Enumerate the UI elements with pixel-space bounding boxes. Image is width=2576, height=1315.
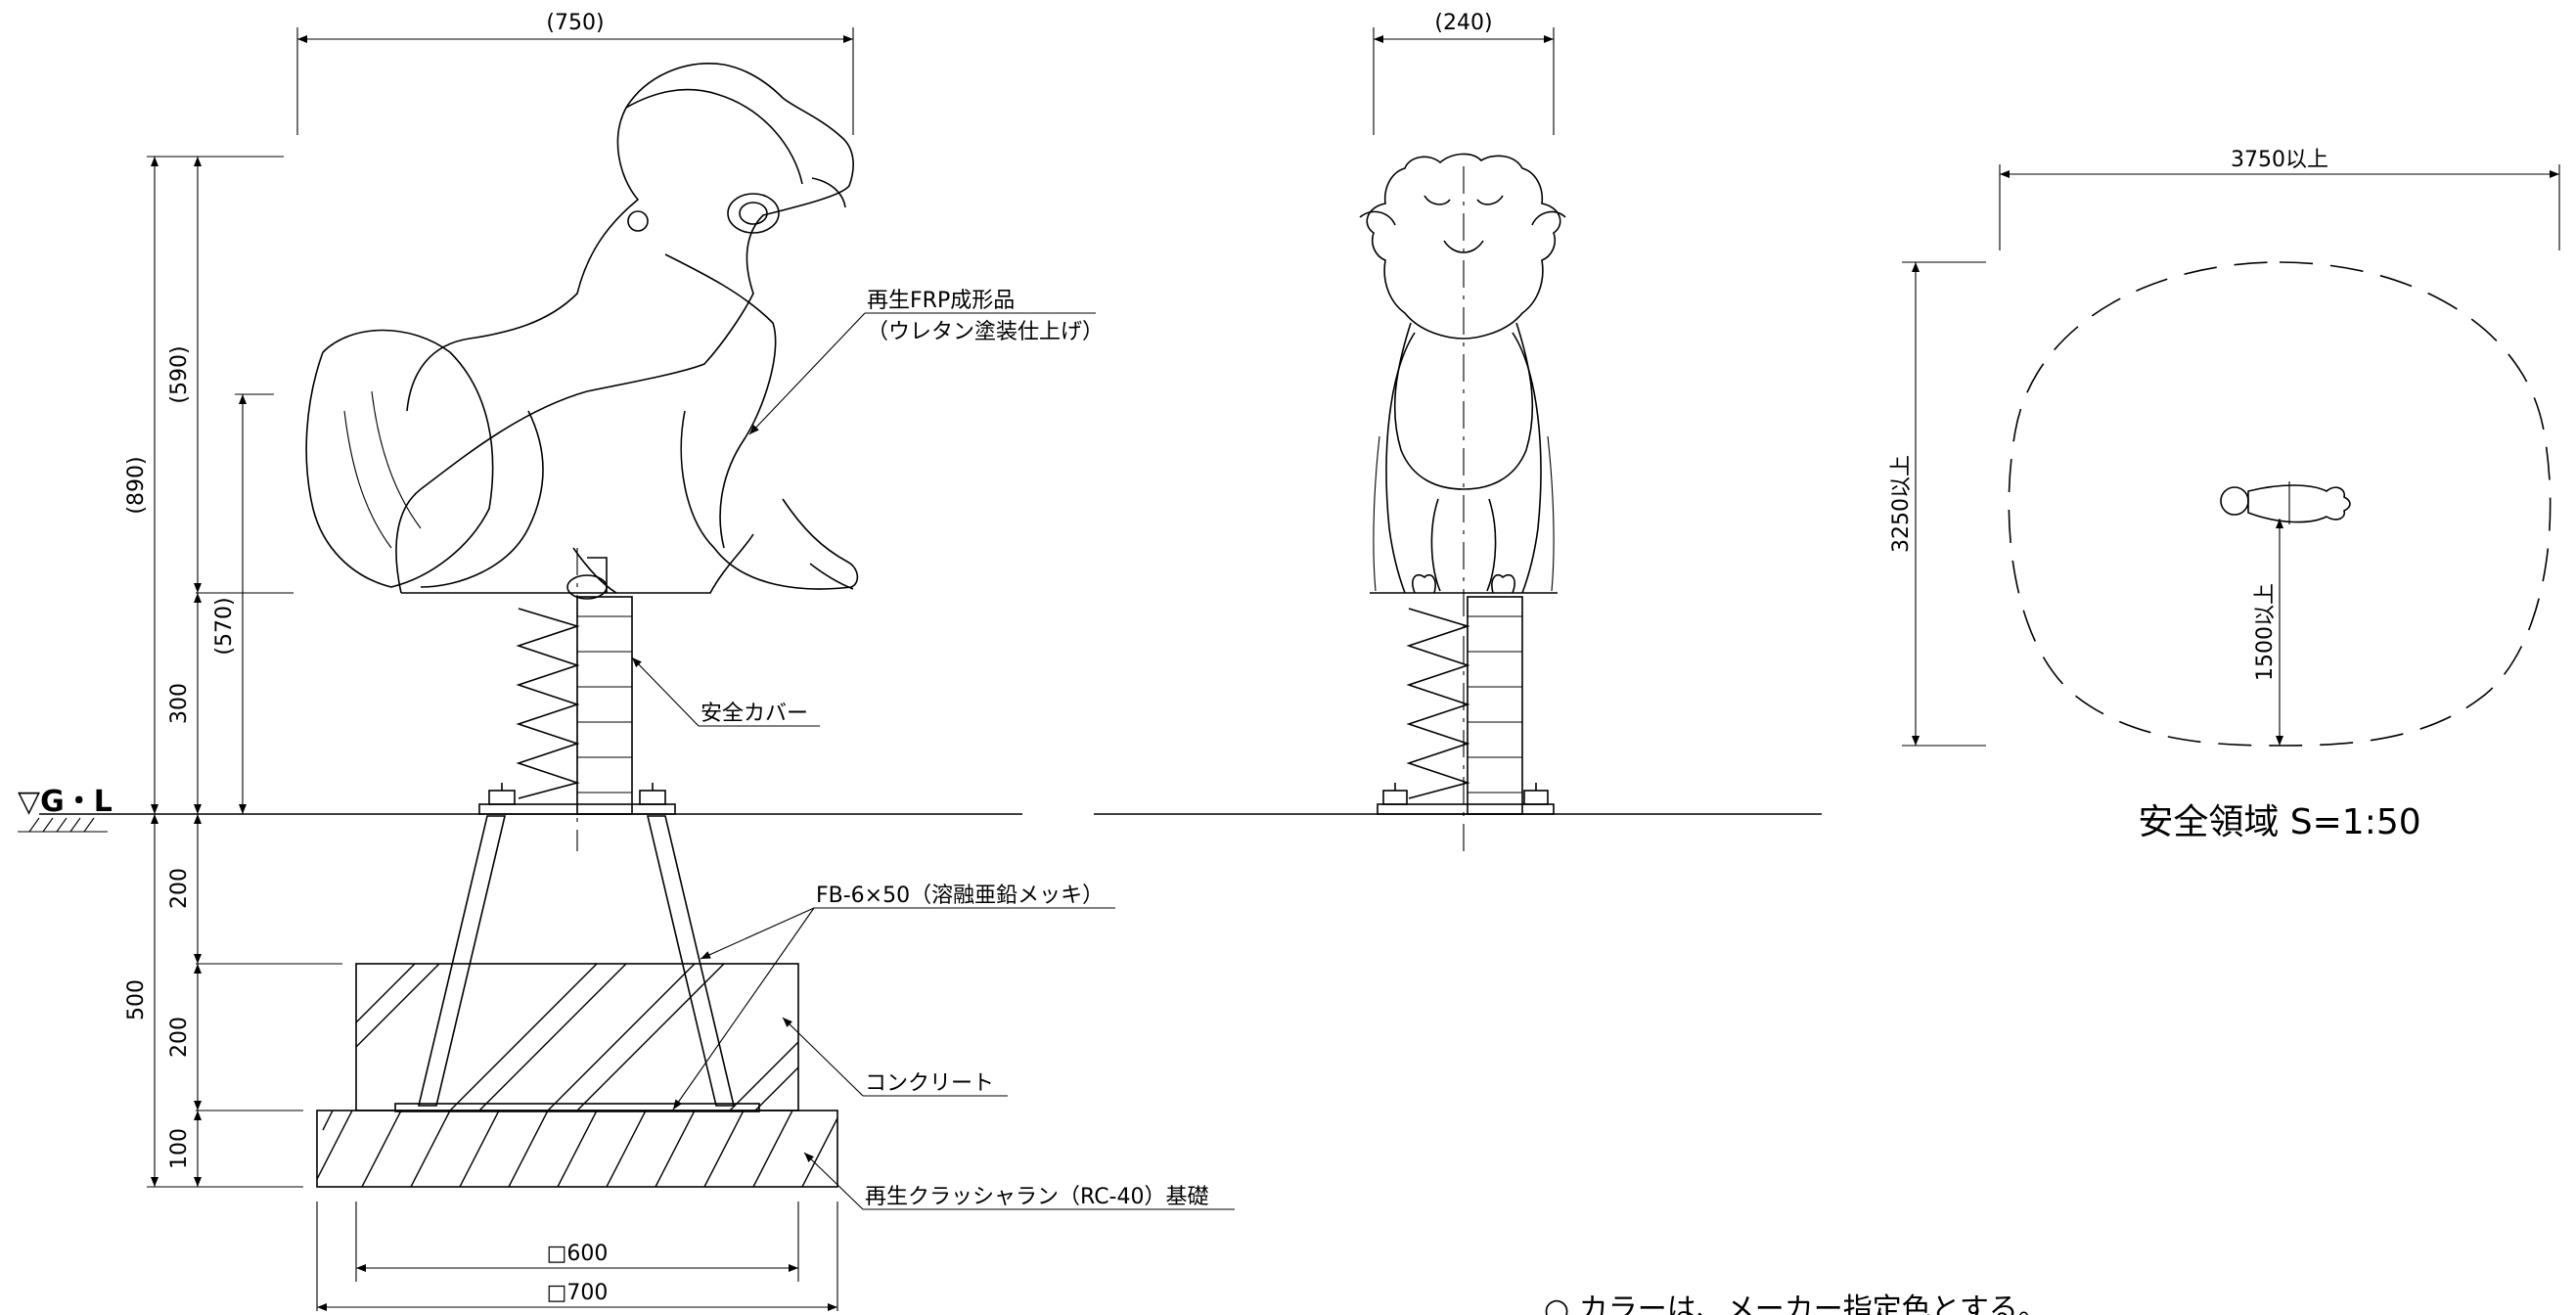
- fb-legs: [394, 815, 760, 1112]
- label-frp-line1: 再生FRP成形品: [867, 289, 1015, 313]
- ground-hatch-symbol: [18, 817, 108, 833]
- dim-300-text: 300: [167, 683, 192, 724]
- callouts: 再生FRP成形品 （ウレタン塗装仕上げ） 安全カバー FB-6×50（溶融亜鉛メ…: [631, 289, 1235, 1210]
- safety-area-plan: 3750以上 3250以上 1500以上 安全領域 S=1:50: [1889, 148, 2560, 842]
- dim-590-text: (590): [167, 345, 192, 403]
- spring-side: [1377, 596, 1555, 815]
- animal-figure-side: [305, 63, 859, 600]
- safety-area-title: 安全領域 S=1:50: [2138, 802, 2420, 842]
- label-crusher-run: 再生クラッシャラン（RC-40）基礎: [865, 1185, 1209, 1209]
- dim-600-text: □600: [547, 1242, 609, 1266]
- dimension-240: (240): [1373, 11, 1555, 135]
- gl-mark-label: ▽G・L: [18, 785, 113, 819]
- dim-700-text: □700: [547, 1281, 609, 1305]
- dim-200-mid-text: 200: [167, 1017, 192, 1058]
- base-plate-and-bolts: [478, 783, 676, 815]
- crusher-run-base: [316, 1110, 838, 1188]
- dim-100-text: 100: [167, 1128, 192, 1169]
- bottom-dimensions: □600 □700: [316, 1202, 838, 1311]
- safety-radius-text: 1500以上: [2253, 583, 2278, 681]
- top-view-animal: [2220, 481, 2351, 524]
- safety-height-text: 3250以上: [1889, 455, 1914, 553]
- label-concrete: コンクリート: [865, 1071, 994, 1096]
- dim-500-text: 500: [124, 979, 149, 1020]
- dim-240-text: (240): [1434, 11, 1492, 35]
- dim-890-text: (890): [124, 456, 149, 514]
- label-frp-line2: （ウレタン塗装仕上げ）: [867, 320, 1104, 344]
- dim-200-top-text: 200: [167, 868, 192, 909]
- concrete-block: [355, 963, 799, 1111]
- dimension-750: (750): [296, 11, 854, 135]
- safety-width-text: 3750以上: [2231, 148, 2328, 172]
- front-view: ▽G・L: [18, 11, 1235, 1311]
- spring-with-cover: [516, 596, 633, 815]
- vertical-dimensions: (890) (590) 300 (570) 500 200 200 100: [124, 156, 342, 1188]
- dim-570-text: (570): [212, 597, 237, 655]
- color-note: ○ カラーは、メーカー指定色とする。: [1544, 1292, 2048, 1315]
- label-safety-cover: 安全カバー: [700, 702, 808, 726]
- dim-750-text: (750): [546, 11, 604, 35]
- label-fb-bar: FB-6×50（溶融亜鉛メッキ）: [816, 884, 1104, 908]
- animal-figure-front: [1359, 153, 1566, 594]
- side-view: (240): [1094, 11, 1822, 851]
